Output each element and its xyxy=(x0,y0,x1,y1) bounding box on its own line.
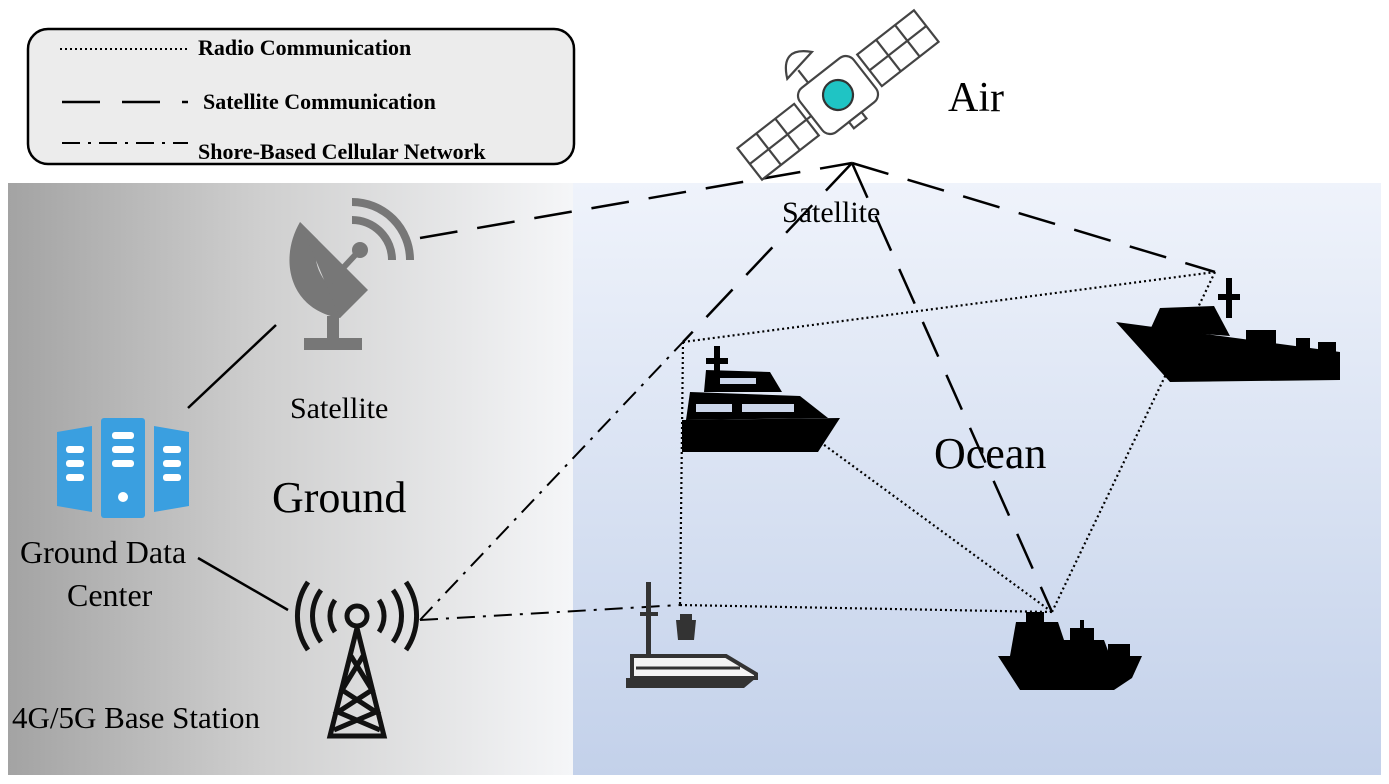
warship-icon xyxy=(1116,278,1340,382)
satellite-links xyxy=(419,161,1216,613)
legend-label-satellite: Satellite Communication xyxy=(203,89,436,114)
cellular-links xyxy=(419,341,684,621)
region-label-air: Air xyxy=(948,75,1004,121)
legend-label-cellular: Shore-Based Cellular Network xyxy=(198,139,486,164)
region-label-ground: Ground xyxy=(272,473,407,522)
satellite-label: Satellite xyxy=(782,196,881,229)
legend-label-radio: Radio Communication xyxy=(198,35,412,60)
legend-box xyxy=(26,27,576,166)
yacht-icon xyxy=(682,346,840,452)
satellite-dish-icon xyxy=(289,198,414,350)
radio-links xyxy=(678,270,1216,614)
unmanned-boat-icon xyxy=(626,582,758,688)
base-station-label: 4G/5G Base Station xyxy=(12,700,260,735)
wired-links xyxy=(187,324,289,612)
cargo-ship-icon xyxy=(998,612,1142,690)
base-station-icon xyxy=(294,580,420,739)
region-label-ocean: Ocean xyxy=(934,429,1047,478)
satellite-icon xyxy=(735,8,941,182)
satellite-dish-label: Satellite xyxy=(290,392,389,425)
data-center-icon xyxy=(57,418,189,518)
data-center-label-line1: Ground Data xyxy=(20,534,187,570)
data-center-label-line2: Center xyxy=(67,577,153,613)
